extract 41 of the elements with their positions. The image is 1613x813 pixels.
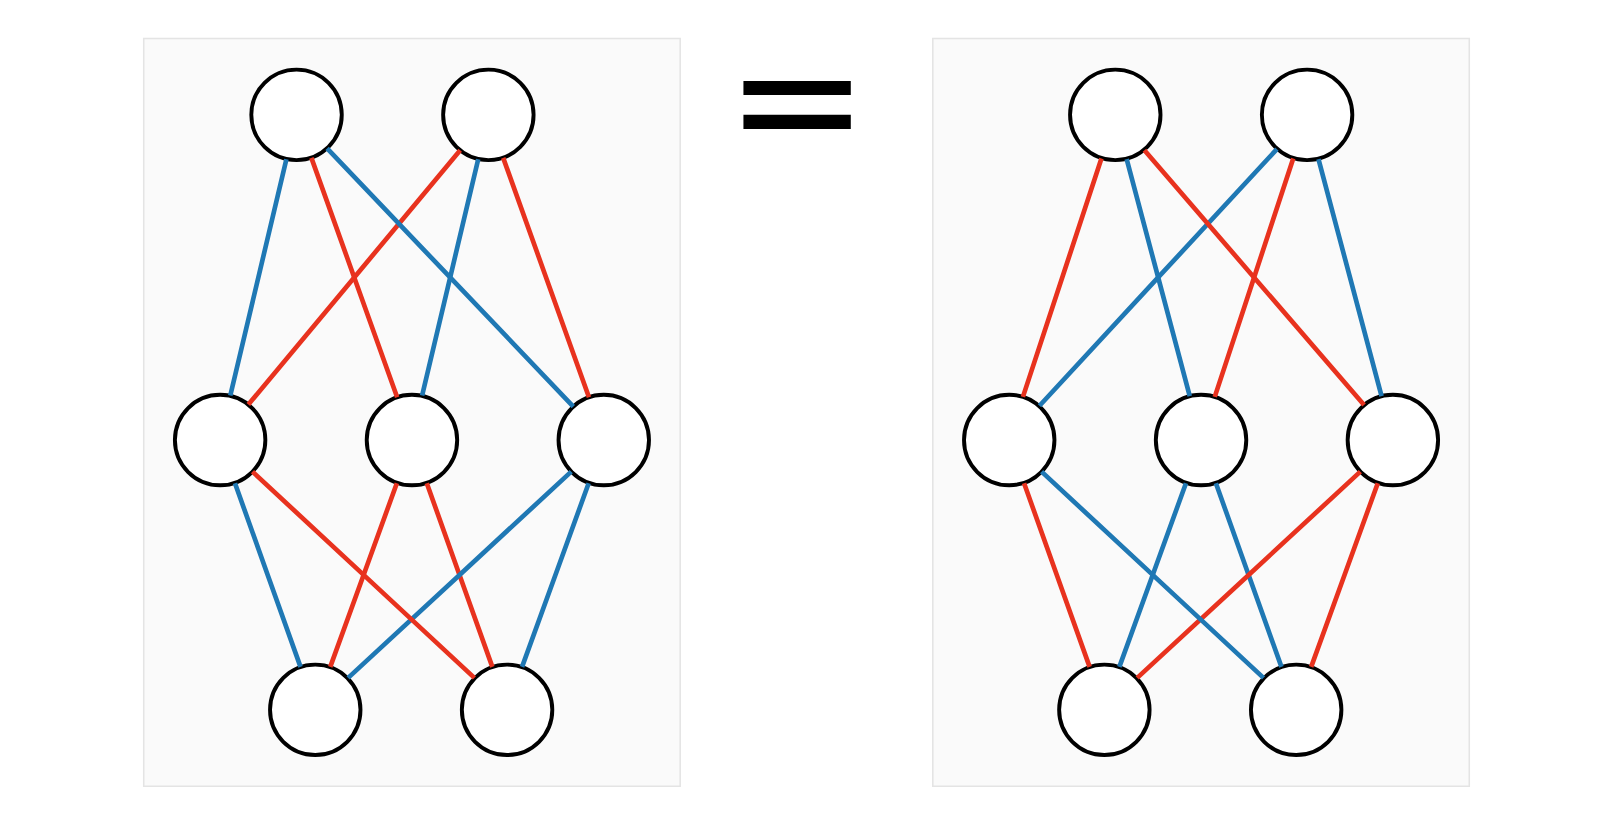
node-circle <box>459 662 555 757</box>
node-circle <box>1068 67 1163 163</box>
connector <box>1142 148 1366 407</box>
connector <box>346 469 573 680</box>
node-circle <box>1153 392 1249 488</box>
node-circle <box>364 392 460 488</box>
node-circle <box>556 392 651 488</box>
connector <box>250 469 476 680</box>
connector <box>1213 482 1284 668</box>
connector <box>1316 158 1384 397</box>
connector <box>1212 157 1296 398</box>
cluster <box>932 37 1471 787</box>
cluster <box>142 37 681 787</box>
connector <box>328 482 400 668</box>
connector <box>232 482 303 668</box>
node-circle <box>962 392 1057 488</box>
label: = <box>725 0 870 198</box>
connector <box>501 157 592 398</box>
connector <box>1135 469 1362 680</box>
connector <box>1021 482 1092 668</box>
node-circle <box>1057 662 1152 757</box>
node-circle <box>441 67 536 163</box>
node-circle <box>172 392 268 488</box>
connector <box>1020 157 1104 398</box>
connector <box>519 482 591 668</box>
connector <box>1117 482 1189 668</box>
connector <box>419 158 481 397</box>
node-circle <box>249 67 344 163</box>
connector <box>1124 158 1192 397</box>
connector <box>309 157 400 398</box>
connector <box>246 148 462 407</box>
connector <box>1037 147 1279 408</box>
node-circle <box>1345 392 1441 488</box>
connector <box>325 146 575 409</box>
connector <box>1040 469 1266 680</box>
connector <box>424 482 495 668</box>
node-circle <box>1249 662 1344 757</box>
node-circle <box>1259 67 1355 163</box>
connector <box>228 158 289 397</box>
connector <box>1309 482 1380 668</box>
node-circle <box>268 662 363 757</box>
